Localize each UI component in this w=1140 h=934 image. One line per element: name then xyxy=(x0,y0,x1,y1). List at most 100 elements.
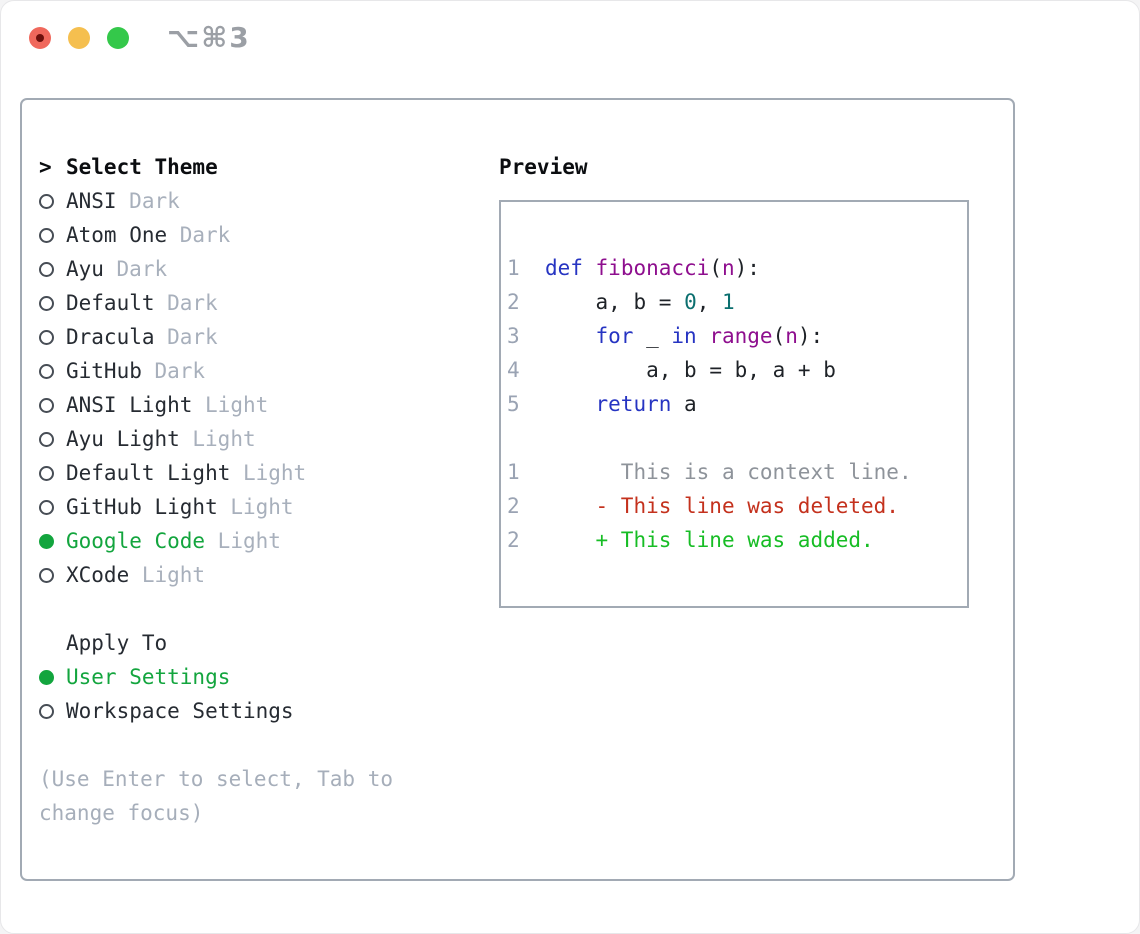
code-token-pl: ( xyxy=(709,256,722,280)
radio-unselected-icon[interactable] xyxy=(39,261,54,277)
code-token-var: b xyxy=(633,290,647,314)
code-token-add: + This line was added. xyxy=(544,528,874,552)
line-number: 3 xyxy=(507,324,545,348)
radio-unselected-icon[interactable] xyxy=(39,329,54,345)
code-line: 2 + This line was added. xyxy=(507,523,967,557)
line-number: 2 xyxy=(507,494,545,518)
code-token-pl xyxy=(545,290,596,314)
theme-label: Google Code xyxy=(66,529,206,553)
code-token-pl xyxy=(671,392,684,416)
code-token-pl xyxy=(583,256,596,280)
theme-option[interactable]: Google Code Light xyxy=(39,524,499,558)
theme-label: Default Light xyxy=(66,461,231,485)
code-token-pl: , xyxy=(658,358,685,382)
radio-unselected-icon[interactable] xyxy=(39,193,54,209)
radio-selected-icon[interactable] xyxy=(39,669,54,685)
theme-label: ANSI Light xyxy=(66,393,193,417)
apply-to-option[interactable]: Workspace Settings xyxy=(39,694,499,728)
code-token-kw: for xyxy=(595,324,634,348)
select-theme-title: Select Theme xyxy=(66,155,218,179)
theme-variant-tag: Dark xyxy=(167,325,218,349)
radio-unselected-icon[interactable] xyxy=(39,227,54,243)
apply-to-title: Apply To xyxy=(66,631,168,655)
minimize-button[interactable] xyxy=(68,27,90,49)
close-button[interactable] xyxy=(29,27,51,49)
line-number: 4 xyxy=(507,358,545,382)
code-token-pl: , xyxy=(747,358,773,382)
radio-unselected-icon[interactable] xyxy=(39,431,54,447)
code-line: 2 a, b = 0, 1 xyxy=(507,285,967,319)
theme-variant-tag: Light xyxy=(217,529,281,553)
spacer xyxy=(39,592,499,626)
focus-prompt-icon: > xyxy=(39,155,52,179)
traffic-lights xyxy=(29,27,129,49)
theme-label: Atom One xyxy=(66,223,168,247)
theme-label: Ayu Light xyxy=(66,427,180,451)
radio-unselected-icon[interactable] xyxy=(39,499,54,515)
preview-column: Preview 1 def fibonacci(n):2 a, b = 0, 1… xyxy=(499,150,1013,879)
theme-option[interactable]: Atom One Dark xyxy=(39,218,499,252)
radio-selected-icon[interactable] xyxy=(39,533,54,549)
code-line: 2 - This line was deleted. xyxy=(507,489,967,523)
line-number: 1 xyxy=(507,460,545,484)
code-token-pl: ): xyxy=(734,256,760,280)
theme-label: GitHub xyxy=(66,359,142,383)
theme-variant-tag: Light xyxy=(141,563,206,587)
help-line: (Use Enter to select, Tab to xyxy=(39,767,394,791)
apply-to-label: User Settings xyxy=(66,665,231,689)
theme-option[interactable]: XCode Light xyxy=(39,558,499,592)
theme-variant-tag: Dark xyxy=(179,223,231,247)
theme-option[interactable]: Default Light Light xyxy=(39,456,499,490)
radio-unselected-icon[interactable] xyxy=(39,465,54,481)
code-token-pl: ( xyxy=(772,324,786,348)
code-line xyxy=(507,421,967,455)
code-token-num: 0 xyxy=(684,290,697,314)
code-line: 5 return a xyxy=(507,387,967,421)
radio-unselected-icon[interactable] xyxy=(39,567,54,583)
theme-option[interactable]: Dracula Dark xyxy=(39,320,499,354)
radio-unselected-icon[interactable] xyxy=(39,703,54,719)
preview-header: Preview xyxy=(499,150,1013,184)
line-number: 1 xyxy=(507,256,545,280)
theme-label: XCode xyxy=(66,563,130,587)
theme-variant-tag: Light xyxy=(192,427,256,451)
radio-unselected-icon[interactable] xyxy=(39,363,54,379)
theme-label: GitHub Light xyxy=(66,495,218,519)
theme-label: Dracula xyxy=(66,325,155,349)
code-line: 3 for _ in range(n): xyxy=(507,319,967,353)
apply-to-option[interactable]: User Settings xyxy=(39,660,499,694)
code-token-pl: = xyxy=(696,358,735,382)
zoom-button[interactable] xyxy=(107,27,129,49)
code-token-ctx: This is a context line. xyxy=(544,460,912,484)
theme-variant-tag: Light xyxy=(242,461,307,485)
theme-option[interactable]: ANSI Light Light xyxy=(39,388,499,422)
theme-option[interactable]: Ayu Light Light xyxy=(39,422,499,456)
radio-unselected-icon[interactable] xyxy=(39,397,54,413)
code-token-pl xyxy=(545,324,596,348)
theme-variant-tag: Dark xyxy=(167,291,218,315)
radio-unselected-icon[interactable] xyxy=(39,295,54,311)
code-token-pl xyxy=(545,392,596,416)
theme-variant-tag: Light xyxy=(205,393,269,417)
theme-variant-tag: Dark xyxy=(116,257,168,281)
code-token-var: a xyxy=(772,358,786,382)
code-token-var: a xyxy=(595,290,609,314)
help-line: change focus) xyxy=(39,801,204,825)
line-number: 5 xyxy=(507,392,545,416)
code-token-kw: return xyxy=(595,392,672,416)
code-token-pl xyxy=(545,358,646,382)
code-token-var: a xyxy=(646,358,659,382)
code-token-fn: range xyxy=(709,324,773,348)
code-line: 1 def fibonacci(n): xyxy=(507,251,967,285)
code-token-pl: _ xyxy=(633,324,672,348)
preview-title: Preview xyxy=(499,155,588,179)
